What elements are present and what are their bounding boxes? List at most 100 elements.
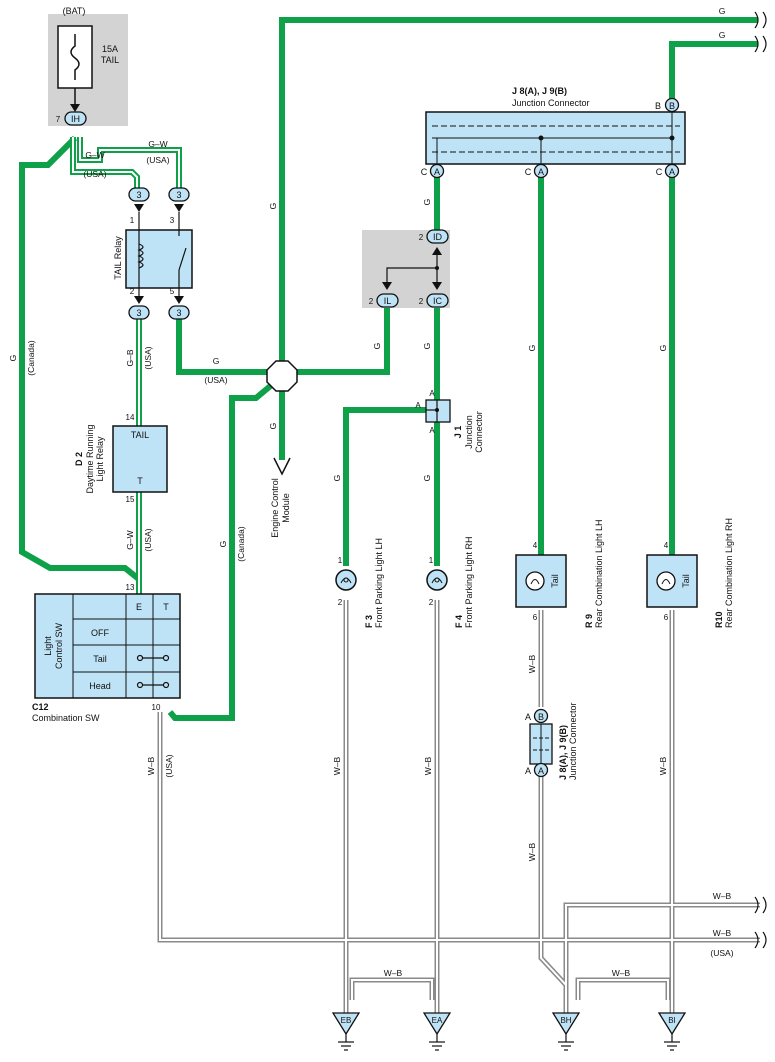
svg-text:A: A <box>429 389 435 398</box>
svg-text:(Canada): (Canada) <box>26 340 36 376</box>
svg-text:G: G <box>719 30 726 40</box>
svg-text:10: 10 <box>152 703 161 712</box>
fuse-name-label: TAIL <box>101 55 119 65</box>
svg-text:(USA): (USA) <box>164 754 174 777</box>
svg-text:13: 13 <box>126 583 135 592</box>
switch-contacts <box>136 654 170 689</box>
svg-text:G: G <box>218 541 228 548</box>
tail-relay-connectors: 3 3 3 3 <box>128 187 190 320</box>
svg-text:A: A <box>429 426 435 435</box>
svg-text:B: B <box>669 101 675 111</box>
svg-text:TAIL: TAIL <box>131 430 149 440</box>
svg-text:4: 4 <box>664 541 669 550</box>
svg-text:(USA): (USA) <box>143 346 153 369</box>
svg-text:3: 3 <box>176 308 181 318</box>
svg-text:G: G <box>422 475 432 482</box>
svg-text:IC: IC <box>433 296 443 306</box>
wire-g-usa-relay <box>176 318 270 375</box>
svg-text:Tail: Tail <box>550 574 560 588</box>
combination-switch-grid <box>72 594 180 698</box>
combination-switch <box>34 593 181 699</box>
fuse-element <box>70 34 80 80</box>
svg-text:1: 1 <box>338 556 343 565</box>
f3-name: Front Parking Light LH <box>374 538 384 628</box>
splice-octagon <box>266 360 298 392</box>
tail-relay-pin3: 3 <box>170 216 175 225</box>
svg-text:G: G <box>527 345 537 352</box>
junction-top-pins: B B A C A C A C <box>421 97 680 179</box>
svg-text:G: G <box>372 343 382 350</box>
break-marks <box>754 11 767 949</box>
svg-text:W–B: W–B <box>332 756 342 775</box>
r9-code: R 9 <box>584 614 594 628</box>
svg-text:(Canada): (Canada) <box>236 526 246 562</box>
svg-text:B: B <box>538 712 544 722</box>
svg-text:C: C <box>421 167 428 177</box>
svg-text:(USA): (USA) <box>83 169 106 179</box>
svg-text:EA: EA <box>432 1016 443 1025</box>
wire-g-to-il <box>296 308 390 375</box>
svg-text:Control SW: Control SW <box>54 622 64 669</box>
svg-text:2: 2 <box>419 233 424 242</box>
svg-text:W–B: W–B <box>527 842 537 861</box>
svg-text:6: 6 <box>664 613 669 622</box>
svg-text:Connector: Connector <box>474 411 484 453</box>
ground-eb: EB <box>331 1012 361 1051</box>
svg-text:T: T <box>137 476 143 486</box>
svg-text:E: E <box>136 602 142 612</box>
svg-text:C: C <box>525 167 532 177</box>
svg-text:3: 3 <box>136 190 141 200</box>
svg-text:EB: EB <box>341 1016 352 1025</box>
connector-id <box>426 229 449 244</box>
f3-code: F 3 <box>364 615 374 628</box>
svg-text:C: C <box>656 167 663 177</box>
svg-text:G–W: G–W <box>148 139 167 149</box>
svg-text:15: 15 <box>126 495 135 504</box>
connector-il <box>376 293 399 308</box>
svg-text:Light Relay: Light Relay <box>95 436 105 482</box>
svg-text:A: A <box>538 167 544 177</box>
svg-text:W–B: W–B <box>713 928 732 938</box>
ground-ea: EA <box>422 1012 452 1051</box>
tail-relay-internals <box>137 212 187 296</box>
svg-text:2: 2 <box>429 598 434 607</box>
svg-text:OFF: OFF <box>91 628 109 638</box>
ground-bi: BI <box>657 1012 687 1051</box>
svg-text:7: 7 <box>56 115 61 124</box>
svg-text:G: G <box>332 475 342 482</box>
svg-text:G: G <box>8 355 18 362</box>
combination-sw-name: Combination SW <box>32 713 100 723</box>
fuse-amp-label: 15A <box>102 44 118 54</box>
svg-text:3: 3 <box>176 190 181 200</box>
svg-text:Junction: Junction <box>464 415 474 449</box>
fuse-bat-label: (BAT) <box>63 6 86 16</box>
tail-relay-pin2: 2 <box>130 287 135 296</box>
wire-g-canada-mid <box>167 380 276 721</box>
svg-text:BI: BI <box>668 1016 676 1025</box>
svg-text:2: 2 <box>369 297 374 306</box>
svg-text:14: 14 <box>126 413 135 422</box>
svg-text:W–B: W–B <box>146 756 156 775</box>
svg-text:G: G <box>268 203 278 210</box>
svg-text:G: G <box>658 345 668 352</box>
f4-code: F 4 <box>454 615 464 628</box>
svg-text:Daytime Running: Daytime Running <box>85 424 95 493</box>
svg-text:Head: Head <box>89 681 111 691</box>
wire-g-second <box>669 41 758 100</box>
svg-text:B: B <box>655 101 661 111</box>
f4-name: Front Parking Light RH <box>464 536 474 628</box>
svg-text:Tail: Tail <box>681 574 691 588</box>
svg-text:G: G <box>213 356 220 366</box>
wire-g-canada-left <box>19 135 142 583</box>
svg-text:G: G <box>268 423 278 430</box>
connector-ic <box>426 293 449 308</box>
svg-text:W–B: W–B <box>527 654 537 673</box>
svg-text:(USA): (USA) <box>143 528 153 551</box>
svg-text:G–W: G–W <box>85 150 104 160</box>
svg-text:A: A <box>525 712 531 722</box>
svg-text:1: 1 <box>429 556 434 565</box>
svg-text:W–B: W–B <box>423 756 433 775</box>
tail-relay-pin5: 5 <box>170 287 175 296</box>
svg-text:W–B: W–B <box>658 756 668 775</box>
